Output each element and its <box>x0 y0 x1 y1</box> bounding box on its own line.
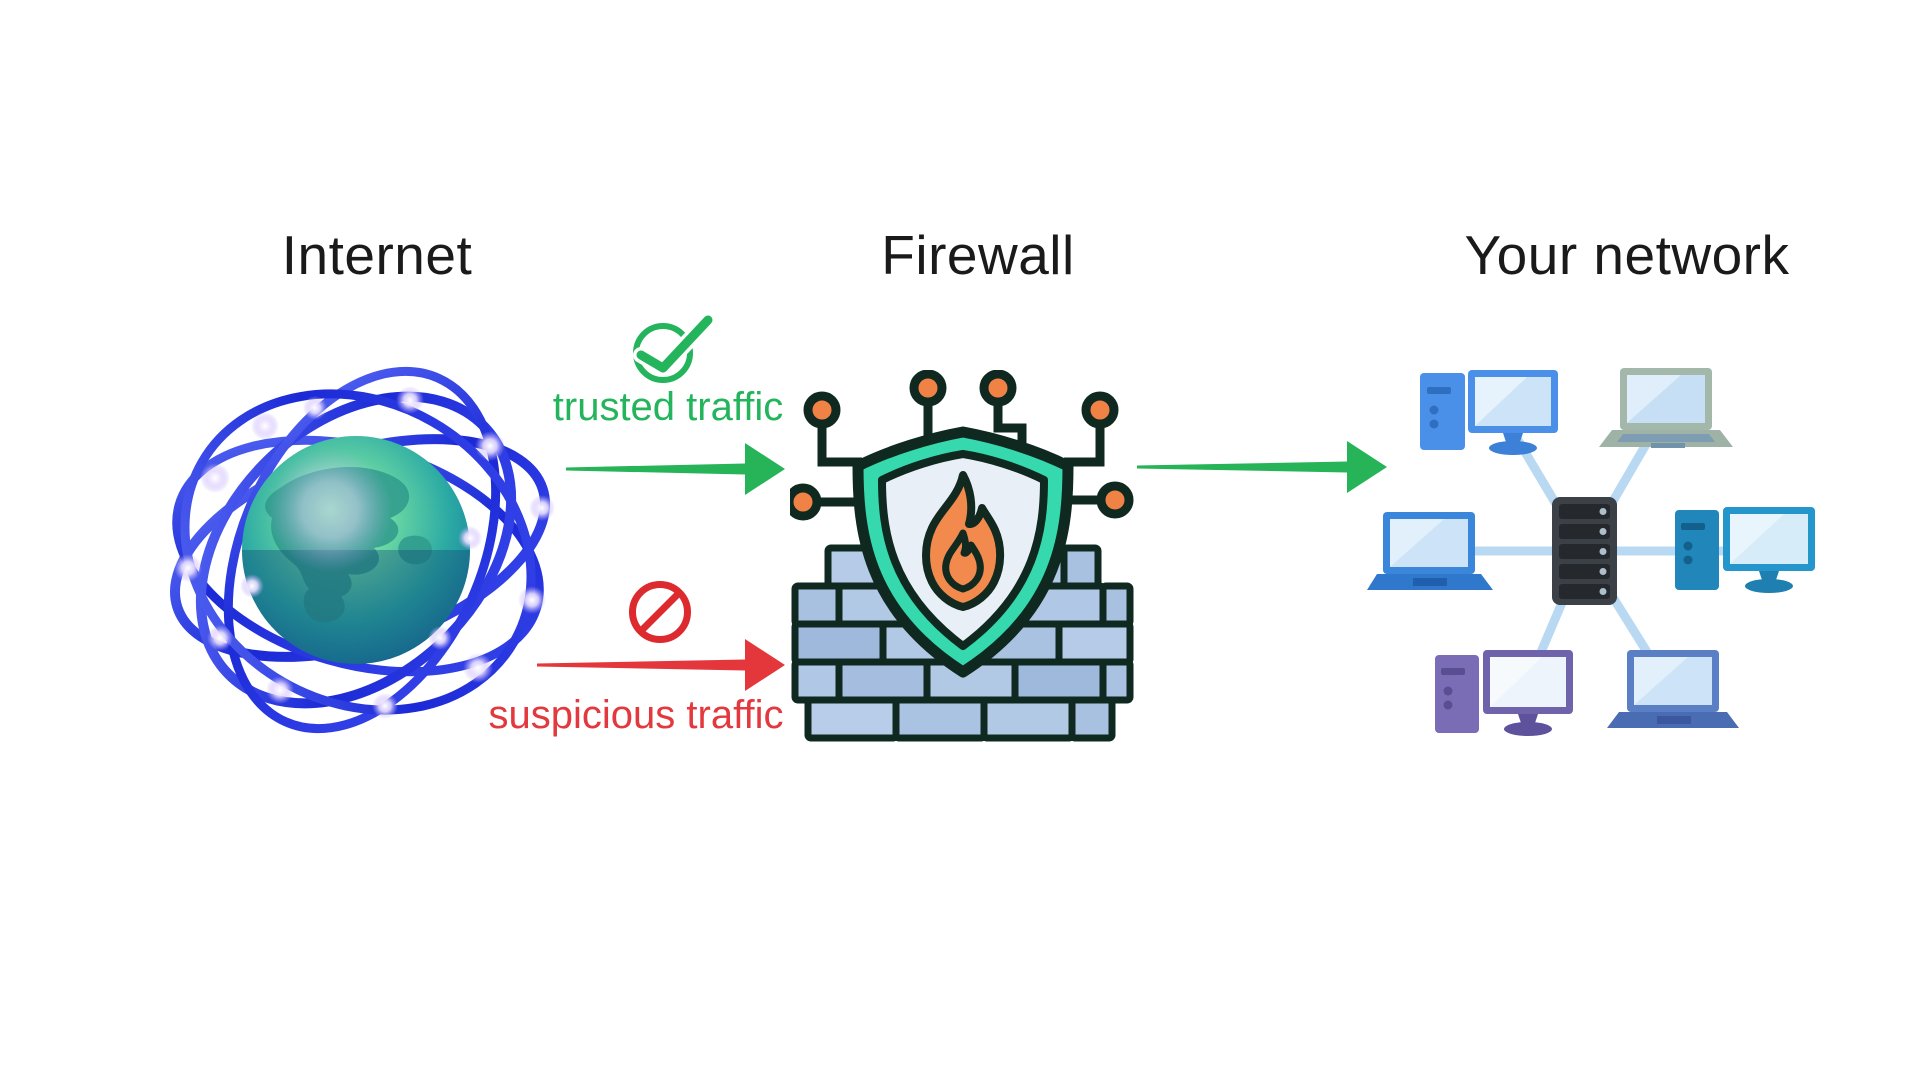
globe-network-icon <box>170 366 555 734</box>
suspicious-arrow-blocked <box>537 639 785 691</box>
internet-title: Internet <box>281 224 473 286</box>
server-rack <box>1552 497 1617 605</box>
desktop-computer-top-left <box>1420 370 1558 455</box>
suspicious-traffic-label: suspicious traffic <box>488 693 784 737</box>
flame-icon <box>922 471 1005 611</box>
trusted-arrow-internet-to-firewall <box>566 443 785 495</box>
laptop-top-right <box>1599 368 1733 448</box>
trusted-traffic-label: trusted traffic <box>552 385 784 429</box>
ring-glow-nodes <box>174 386 555 719</box>
desktop-computer-middle-right <box>1675 507 1815 593</box>
shield-flame-brick-wall-icon <box>790 370 1134 742</box>
lan-star-topology-icon <box>1367 368 1815 736</box>
firewall-title: Firewall <box>881 224 1075 286</box>
desktop-computer-bottom-left <box>1435 650 1573 736</box>
circuit-lines <box>817 406 1105 507</box>
check-circle-icon <box>633 312 716 383</box>
no-entry-icon <box>629 581 691 643</box>
circuit-nodes <box>790 370 1134 521</box>
trusted-arrow-firewall-to-network <box>1137 441 1387 493</box>
laptop-bottom-right <box>1607 650 1739 728</box>
laptop-middle-left <box>1367 512 1493 590</box>
your-network-title: Your network <box>1464 224 1790 286</box>
